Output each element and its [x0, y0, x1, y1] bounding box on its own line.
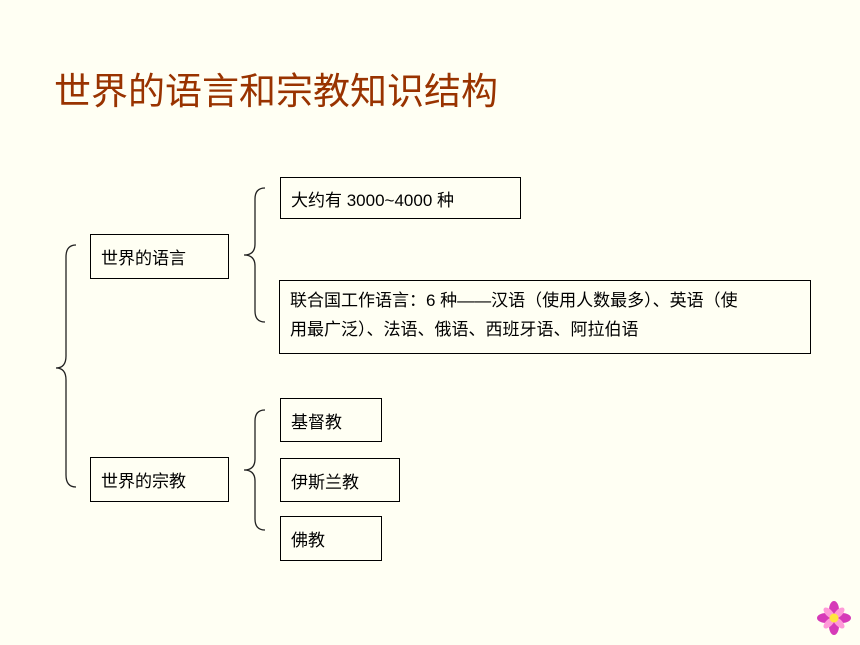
node-text: 大约有 3000~4000 种 — [291, 190, 455, 210]
node-text-line-2: 用最广泛）、法语、俄语、西班牙语、阿拉伯语 — [290, 320, 639, 339]
node-world-religions: 世界的宗教 — [90, 457, 229, 502]
slide-title: 世界的语言和宗教知识结构 — [54, 72, 498, 113]
node-label: 世界的语言 — [101, 249, 186, 268]
languages-brace — [243, 187, 266, 323]
node-un-working-languages: 联合国工作语言：6 种——汉语（使用人数最多）、英语（使 用最广泛）、法语、俄语… — [279, 280, 811, 354]
node-text: 伊斯兰教 — [291, 472, 359, 492]
religions-brace — [243, 409, 266, 531]
root-brace — [55, 244, 77, 488]
node-buddhism: 佛教 — [280, 516, 382, 561]
node-text-line-1: 联合国工作语言：6 种——汉语（使用人数最多）、英语（使 — [290, 291, 738, 310]
node-christianity: 基督教 — [280, 398, 382, 442]
node-label: 世界的宗教 — [101, 472, 186, 491]
node-language-count: 大约有 3000~4000 种 — [280, 177, 521, 219]
flower-icon — [817, 601, 851, 635]
node-world-languages: 世界的语言 — [90, 234, 229, 279]
node-text: 基督教 — [291, 412, 342, 432]
node-islam: 伊斯兰教 — [280, 458, 400, 502]
node-text: 佛教 — [291, 531, 325, 550]
